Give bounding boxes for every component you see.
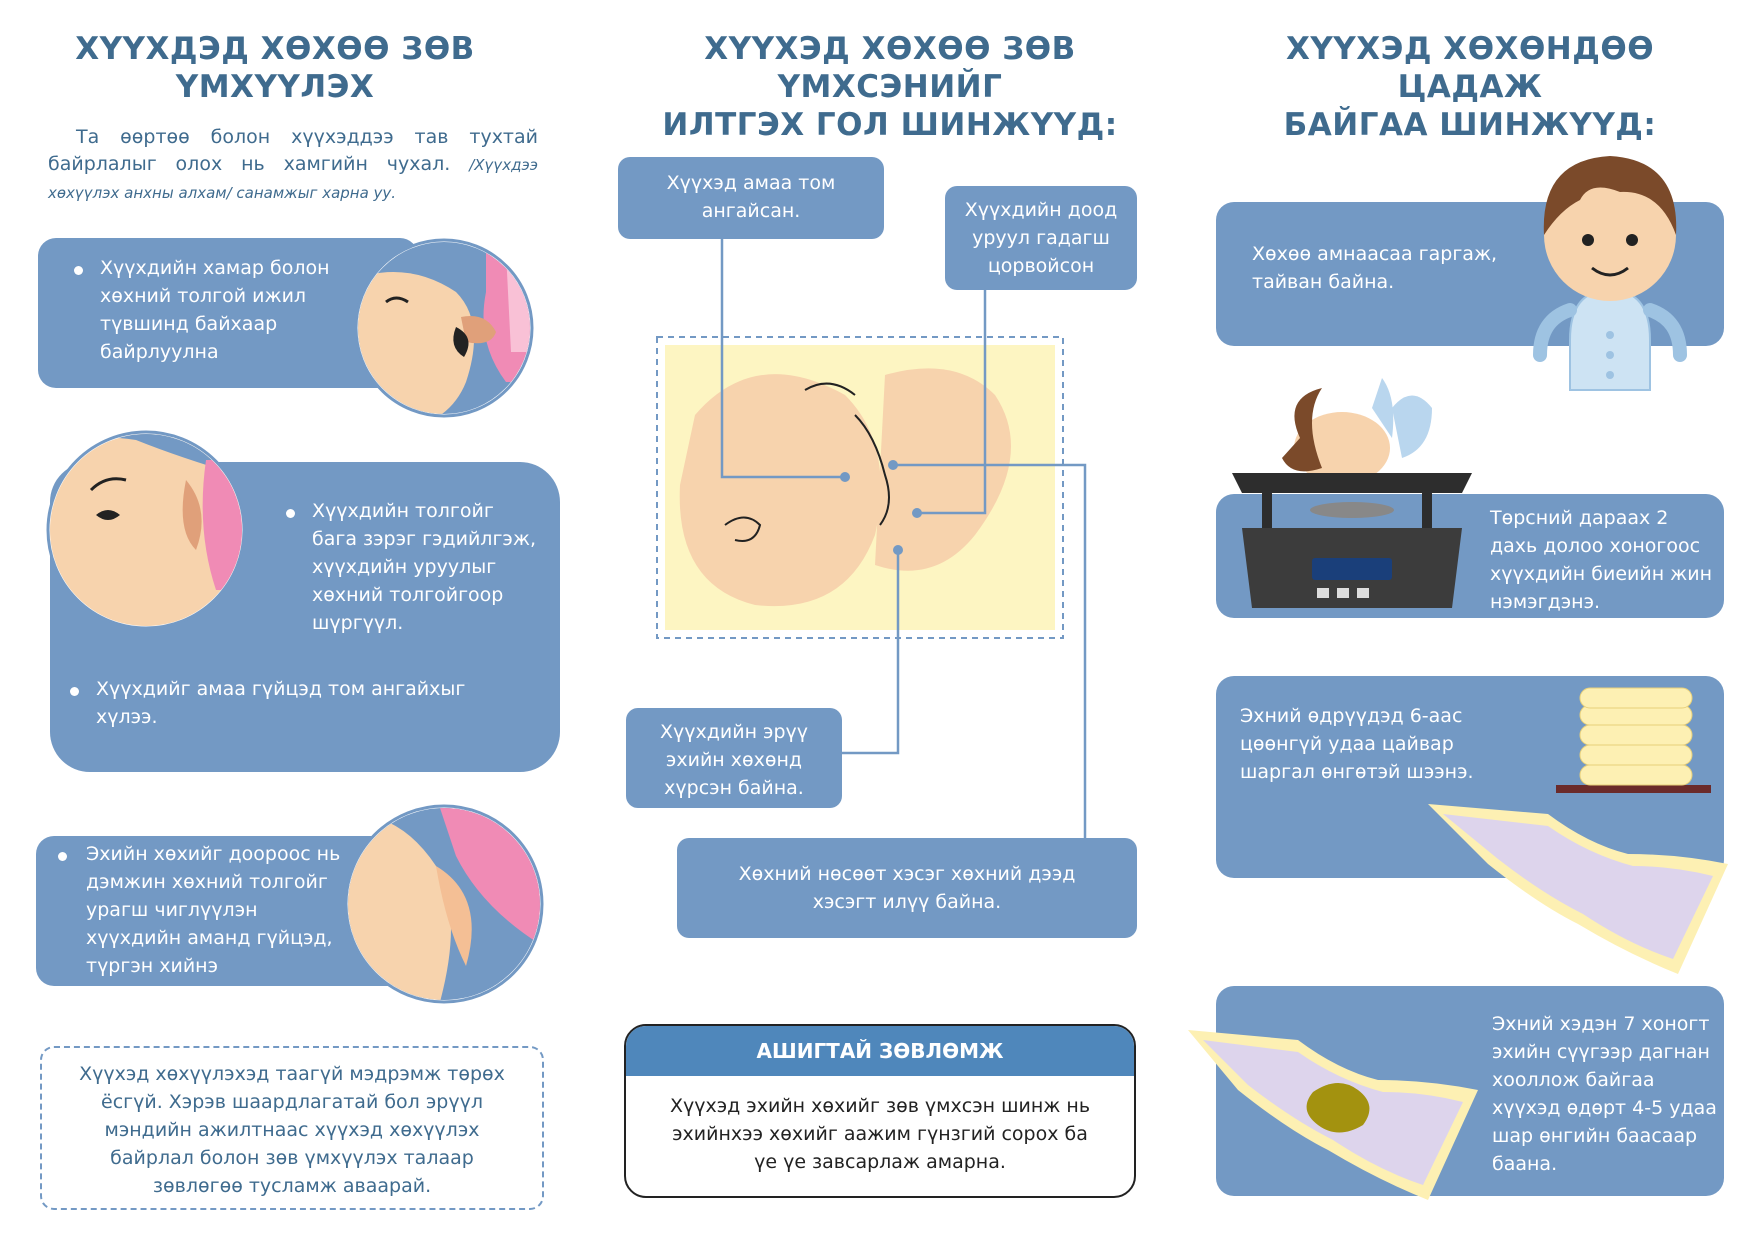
intro-small-text: /Хүүхдээ хөхүүлэх анхны алхам/ санамжыг … [48,156,538,202]
middle-title-line2: ИЛТГЭХ ГОЛ ШИНЖҮҮД: [662,107,1118,143]
eye [96,510,120,520]
tip-text: Хүүхэд эхийн хөхийг зөв үмхсэн шинж нь э… [669,1095,1091,1173]
step3-bullet [58,852,67,861]
tip-title: АШИГТАЙ ЗӨВЛӨМЖ [756,1039,1004,1063]
face-profile [854,414,890,526]
baby-head [679,374,881,607]
arrow-arc [89,477,127,492]
eye-line [385,296,409,304]
step1-bullet [74,266,83,275]
step3-text: Эхийн хөхийг доороос нь дэмжин хөхний то… [86,843,341,977]
eye-line-diagram [804,382,856,396]
callout-areola: Хөхний нөсөөт хэсэг хөхний дээд хэсэгт и… [677,838,1137,938]
callout-mouth-text: Хүүхэд амаа том ангайсан. [666,172,836,222]
step2a-text: Хүүхдийн толгойг бага зэрэг гэдийлгэж, х… [312,500,537,634]
callout-mouth: Хүүхэд амаа том ангайсан. [618,157,884,239]
tip-box: АШИГТАЙ ЗӨВЛӨМЖ Хүүхэд эхийн хөхийг зөв … [624,1024,1136,1198]
intro-main-text: Та өөртөө болон хүүхэддээ тав тухтай бай… [48,126,538,175]
breast-shape [875,368,1011,571]
step1-illustration [354,238,534,418]
callout-chin: Хүүхдийн эрүү эхийн хөхөнд хүрсэн байна. [626,708,842,808]
right-title-line1: ХҮҮХЭД ХӨХӨНДӨӨ ЦАДАЖ [1285,31,1655,105]
step3-illustration [344,804,544,1004]
sign4-text: Эхний хэдэн 7 хоногт эхийн сүүгээр дагна… [1492,1013,1717,1175]
left-title-line1: ХҮҮХДЭД ХӨХӨӨ ЗӨВ [75,31,475,67]
diaper-stack-icon [1556,687,1711,793]
note-text: Хүүхэд хөхүүлэхэд таагүй мэдрэмж төрөх ё… [79,1063,505,1197]
sign3-text: Эхний өдрүүдэд 6-аас цөөнгүй удаа цайвар… [1240,705,1474,783]
callout-lip-text: Хүүхдийн доод уруул гадагш цорвойсон [964,199,1118,277]
baby-scale-icon [1232,378,1472,608]
callout-areola-text: Хөхний нөсөөт хэсэг хөхний дээд хэсэгт и… [738,863,1076,913]
diagram-frame [656,336,1064,639]
left-intro: Та өөртөө болон хүүхэддээ тав тухтай бай… [48,124,538,207]
sign2-text: Төрсний дараах 2 дахь долоо хоногоос хүү… [1490,507,1713,613]
tip-header: АШИГТАЙ ЗӨВЛӨМЖ [626,1026,1134,1076]
step2-illustration [46,430,246,630]
callout-chin-text: Хүүхдийн эрүү эхийн хөхөнд хүрсэн байна. [659,721,809,799]
latch-diagram [656,336,1064,639]
middle-title: ХҮҮХЭД ХӨХӨӨ ЗӨВ ҮМХСЭНИЙГ ИЛТГЭХ ГОЛ ШИ… [590,30,1190,144]
left-note: Хүүхэд хөхүүлэхэд таагүй мэдрэмж төрөх ё… [40,1046,544,1210]
step2a-bullet [286,509,295,518]
soiled-diaper-icon [1188,1030,1478,1200]
wet-diaper-icon [1428,804,1728,974]
right-title-line2: БАЙГАА ШИНЖҮҮД: [1283,107,1657,143]
callout-lip: Хүүхдийн доод уруул гадагш цорвойсон [945,186,1137,290]
step2b-bullet [70,687,79,696]
sign1-text: Хөхөө амнаасаа гаргаж, тайван байна. [1252,243,1498,293]
step1-text: Хүүхдийн хамар болон хөхний толгой ижил … [100,257,330,363]
left-title-line2: ҮМХҮҮЛЭХ [175,69,375,105]
left-title: ХҮҮХДЭД ХӨХӨӨ ЗӨВ ҮМХҮҮЛЭХ [60,30,490,106]
middle-title-line1: ХҮҮХЭД ХӨХӨӨ ЗӨВ ҮМХСЭНИЙГ [704,31,1076,105]
ear [724,516,762,542]
step2b-text: Хүүхдийг амаа гүйцэд том ангайхыг хүлээ. [96,678,466,728]
right-title: ХҮҮХЭД ХӨХӨНДӨӨ ЦАДАЖ БАЙГАА ШИНЖҮҮД: [1210,30,1730,144]
happy-baby-icon [1533,156,1687,391]
step1-box [38,238,418,388]
